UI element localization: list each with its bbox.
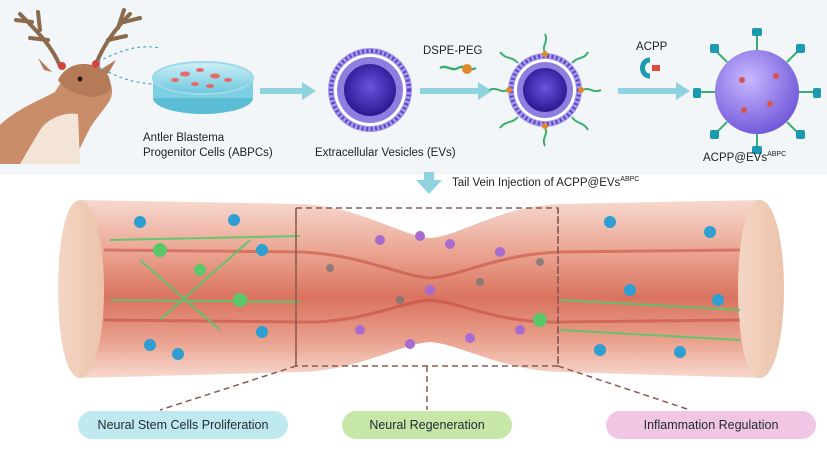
acpp-evs-base: ACPP@EVs — [703, 151, 768, 164]
deer-illustration — [0, 8, 161, 164]
outcome-neural-stem-cells: Neural Stem Cells Proliferation — [78, 411, 288, 439]
injection-label: Tail Vein Injection of ACPP@EVsABPC — [452, 173, 639, 190]
injection-sup: ABPC — [620, 176, 640, 183]
acpp-evs-particle-icon — [693, 28, 821, 154]
outcome-label-2: Neural Regeneration — [369, 418, 485, 432]
petri-dish-icon — [152, 61, 254, 114]
outcome-label-3: Inflammation Regulation — [643, 418, 779, 432]
extracellular-vesicle-icon — [328, 48, 412, 132]
outcome-label-1: Neural Stem Cells Proliferation — [97, 418, 269, 432]
pegylated-vesicle-icon — [488, 33, 602, 147]
evs-label: Extracellular Vesicles (EVs) — [315, 147, 456, 159]
abpc-label-line1: Antler Blastema — [143, 132, 225, 144]
acpp-evs-label: ACPP@EVsABPC — [703, 148, 786, 165]
spinal-cord-illustration — [58, 200, 784, 411]
dspe-peg-molecule-icon — [439, 64, 477, 74]
outcome-neural-regeneration: Neural Regeneration — [342, 411, 512, 439]
injection-base: Tail Vein Injection of ACPP@EVs — [452, 176, 621, 189]
dspe-peg-label: DSPE-PEG — [423, 45, 483, 57]
process-arrows — [260, 82, 690, 194]
acpp-label: ACPP — [636, 41, 668, 53]
abpc-label-line2: Progenitor Cells (ABPCs) — [143, 147, 273, 159]
acpp-peptide-icon — [640, 57, 660, 79]
top-pathway-panel — [0, 0, 827, 175]
acpp-evs-sup: ABPC — [767, 151, 787, 158]
outcome-inflammation-regulation: Inflammation Regulation — [606, 411, 816, 439]
